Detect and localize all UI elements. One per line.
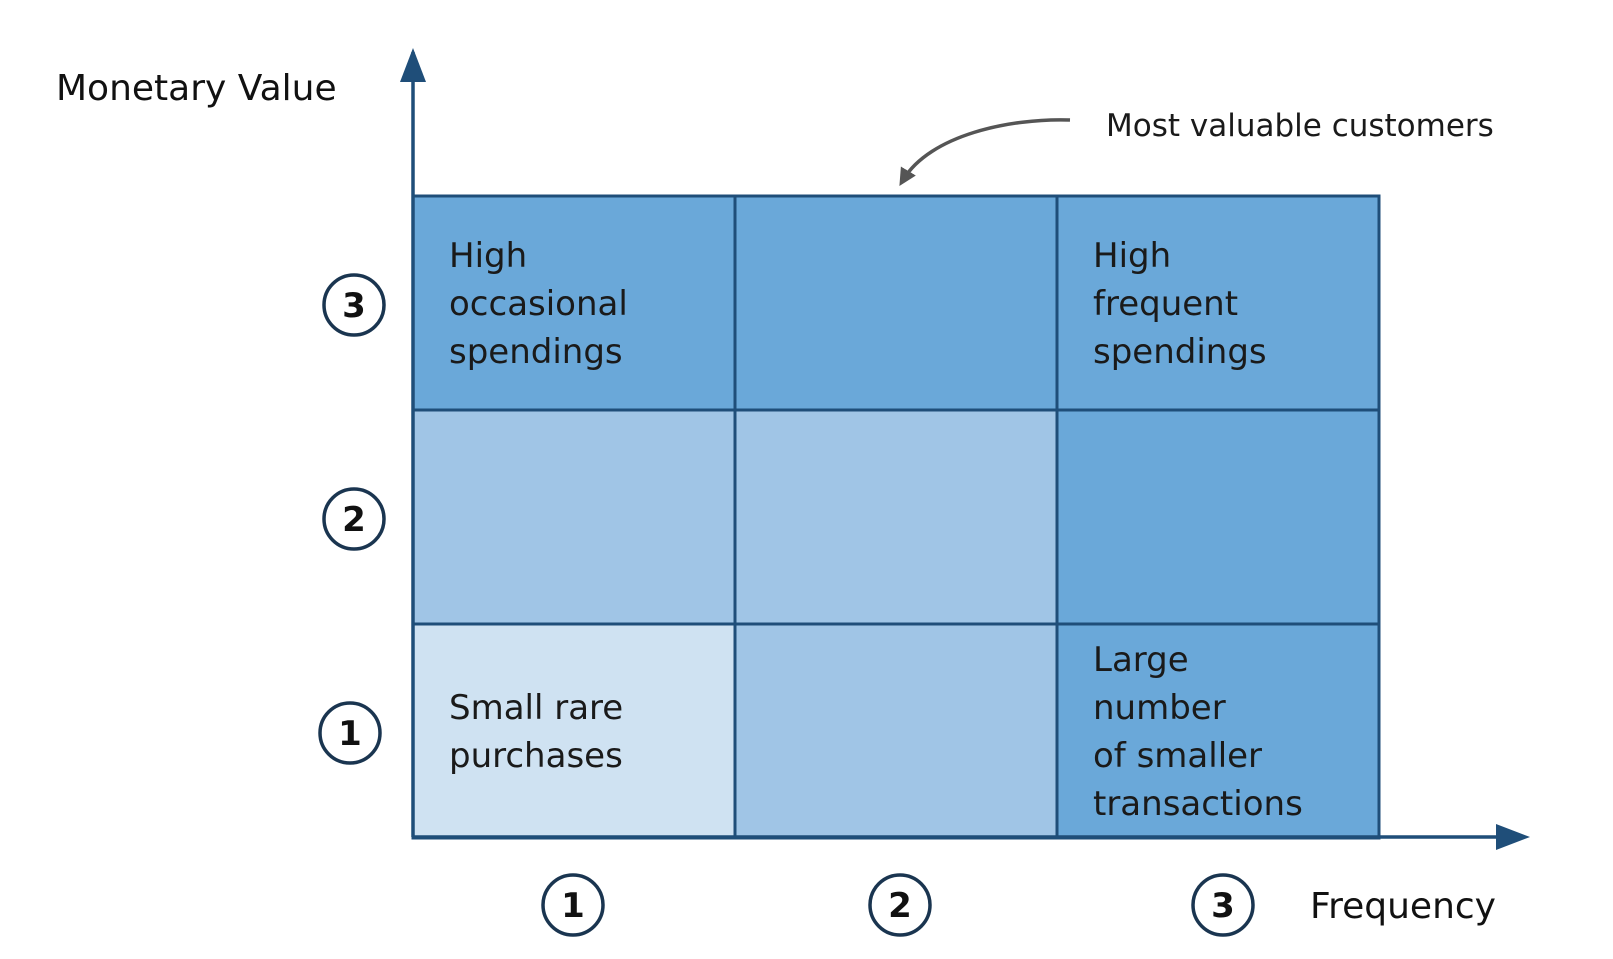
matrix-cell-r1-c1: Small rare purchases: [411, 622, 737, 840]
matrix-cell-rect: [1055, 194, 1381, 412]
matrix-cell-label-line: number: [1093, 688, 1226, 728]
matrix-cell-label-line: purchases: [449, 736, 623, 776]
matrix-cell-rect: [1055, 408, 1381, 626]
matrix-cell-r2-c1: [411, 408, 737, 626]
y-tick-2-circle: [322, 487, 386, 551]
matrix-cell-rect: [733, 408, 1059, 626]
y-tick-1-circle: [318, 701, 382, 765]
y-tick-3-label: 3: [342, 286, 366, 326]
matrix-cell-rect: [411, 408, 737, 626]
y-axis-arrowhead: [400, 48, 426, 82]
matrix-cell-label-line: spendings: [1093, 332, 1267, 372]
x-tick-3-circle: [1191, 873, 1255, 937]
matrix-cell-label-line: High: [1093, 236, 1171, 276]
matrix-cell-rect: [411, 194, 737, 412]
matrix-cell-label-line: High: [449, 236, 527, 276]
matrix-cell-rect: [733, 194, 1059, 412]
matrix-cell-r3-c2: [733, 194, 1059, 412]
matrix-cell-rect: [1055, 622, 1381, 840]
matrix-cell-r2-c3: [1055, 408, 1381, 626]
matrix-cell-rect: [733, 622, 1059, 840]
annotation-arrow: [899, 118, 1071, 186]
matrix-cell-label-line: transactions: [1093, 784, 1303, 824]
x-tick-3-label: 3: [1211, 886, 1235, 926]
matrix-cell-r3-c3: High frequent spendings: [1055, 194, 1381, 412]
matrix-cell-label-line: frequent: [1093, 284, 1238, 324]
y-tick-2-label: 2: [342, 500, 366, 540]
y-tick-1: 1: [318, 701, 382, 765]
x-tick-2-label: 2: [888, 886, 912, 926]
y-tick-3-circle: [322, 273, 386, 337]
matrix-cell-r1-c3: Large number of smaller transactions: [1055, 622, 1381, 840]
x-tick-3: 3: [1191, 873, 1255, 937]
y-tick-1-label: 1: [338, 714, 362, 754]
matrix-cell-label-line: spendings: [449, 332, 623, 372]
x-tick-1-label: 1: [561, 886, 585, 926]
matrix-cells: High occasional spendings High frequent spend…: [411, 194, 1381, 840]
y-tick-2: 2: [322, 487, 386, 551]
y-axis-title: Monetary Value: [56, 68, 337, 109]
x-axis-title: Frequency: [1310, 886, 1496, 927]
x-axis-arrowhead: [1496, 824, 1530, 850]
matrix-cell-label-line: of smaller: [1093, 736, 1262, 776]
matrix-cell-r2-c2: [733, 408, 1059, 626]
matrix-cell-label-line: occasional: [449, 284, 628, 324]
matrix-cell-label-line: Small rare: [449, 688, 623, 728]
x-tick-1: 1: [541, 873, 605, 937]
y-tick-3: 3: [322, 273, 386, 337]
annotation-most-valuable: Most valuable customers: [1106, 108, 1494, 144]
matrix-cell-rect: [411, 622, 737, 840]
x-tick-1-circle: [541, 873, 605, 937]
matrix-cell-r3-c1: High occasional spendings: [411, 194, 737, 412]
x-tick-2: 2: [868, 873, 932, 937]
matrix-cell-label-line: Large: [1093, 640, 1189, 680]
matrix-cell-r1-c2: [733, 622, 1059, 840]
x-tick-2-circle: [868, 873, 932, 937]
